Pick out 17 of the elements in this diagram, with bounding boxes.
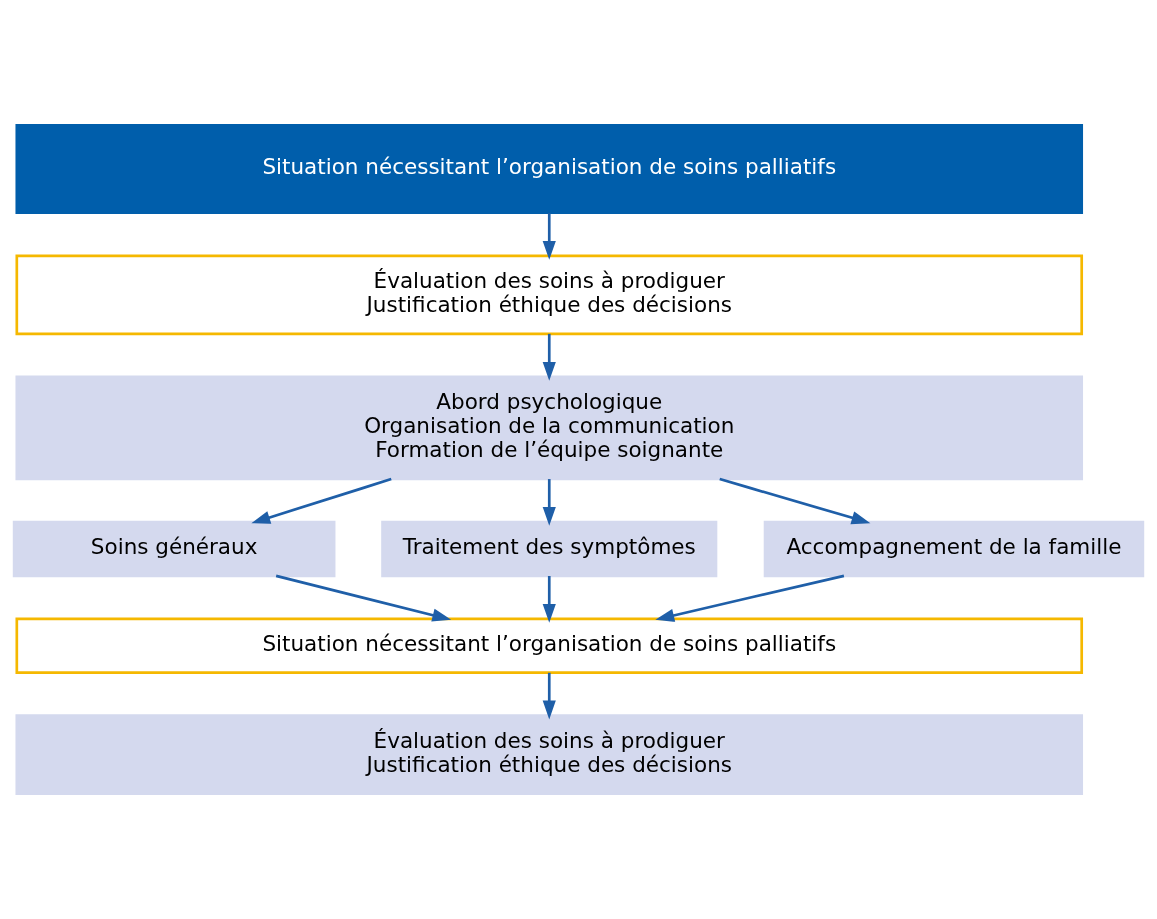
arrow	[542, 479, 556, 526]
arrow	[719, 477, 871, 525]
arrow	[542, 333, 556, 381]
node-box: Abord psychologique Organisation de la communication Formation de l’équipe soignante	[15, 375, 1084, 481]
arrow	[655, 574, 845, 622]
node-box: Soins généraux	[12, 520, 336, 578]
node-box: Évaluation des soins à prodiguer Justification éthique des décisions	[15, 254, 1084, 336]
node-box: Accompagnement de la famille	[763, 520, 1145, 578]
node-box: Évaluation des soins à prodiguer Justification éthique des décisions	[15, 714, 1084, 795]
node-box: Situation nécessitant l’organisation de soins palliatifs	[15, 124, 1084, 215]
arrow	[542, 672, 556, 720]
arrow	[251, 477, 392, 524]
arrow	[542, 576, 556, 623]
node-box: Traitement des symptômes	[381, 520, 718, 578]
node-box: Situation nécessitant l’organisation de soins palliatifs	[15, 617, 1084, 674]
arrow	[275, 574, 452, 622]
arrow	[542, 213, 556, 260]
